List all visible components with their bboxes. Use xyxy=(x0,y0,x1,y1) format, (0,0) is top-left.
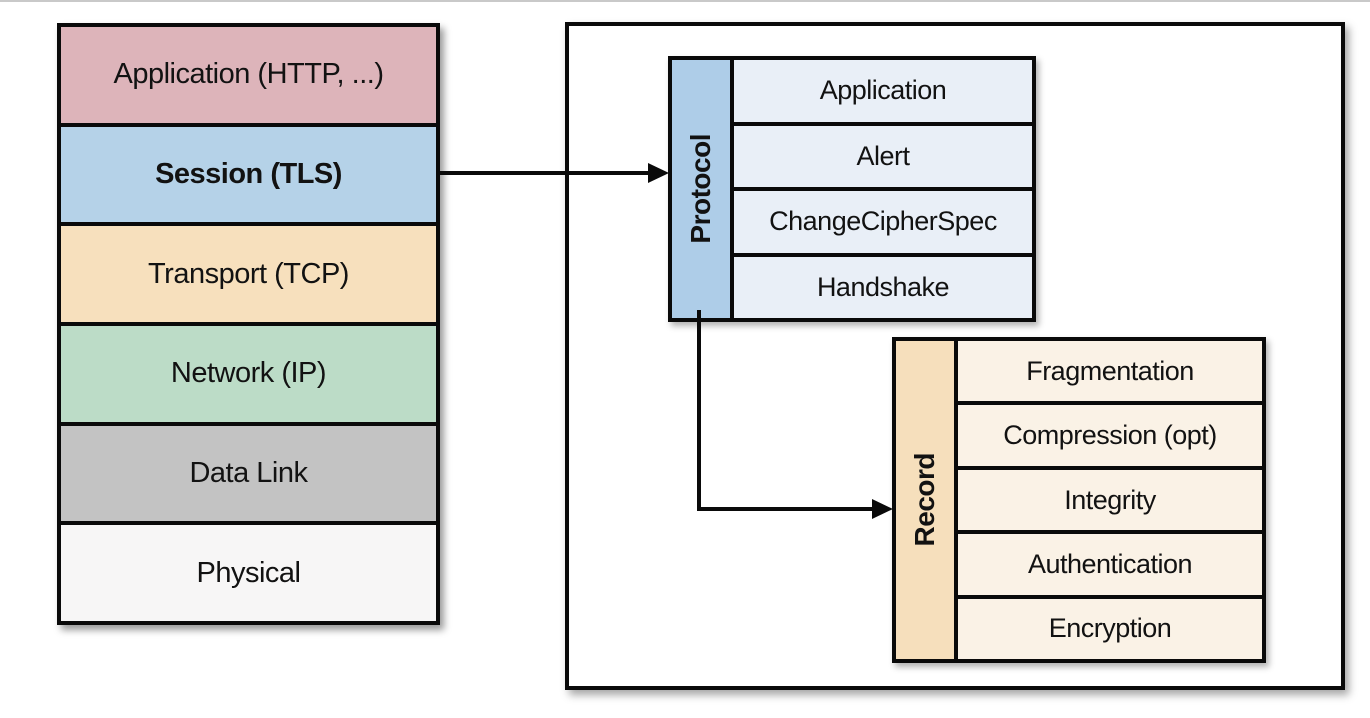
layer-network: Network (IP) xyxy=(61,322,436,422)
layer-physical: Physical xyxy=(61,521,436,622)
layer-session-tls-label: Session (TLS) xyxy=(155,158,342,190)
record-row-encryption-label: Encryption xyxy=(1048,613,1172,644)
record-row-fragmentation: Fragmentation xyxy=(958,341,1262,401)
layer-network-label: Network (IP) xyxy=(170,357,327,390)
session-to-protocol-arrowhead-icon xyxy=(648,163,669,183)
layer-transport: Transport (TCP) xyxy=(61,222,436,323)
protocol-rows: Application Alert ChangeCipherSpec Hands… xyxy=(734,60,1032,318)
record-row-compression-label: Compression (opt) xyxy=(1003,420,1217,451)
record-row-authentication: Authentication xyxy=(958,530,1262,594)
protocol-to-record-arrow-horizontal-line xyxy=(697,507,873,511)
network-layer-stack: Application (HTTP, ...) Session (TLS) Tr… xyxy=(57,23,440,625)
protocol-row-changecipherspec: ChangeCipherSpec xyxy=(734,187,1032,253)
layer-application-label: Application (HTTP, ...) xyxy=(113,58,384,91)
record-row-encryption: Encryption xyxy=(958,594,1262,659)
protocol-row-handshake-label: Handshake xyxy=(816,271,950,302)
layer-session-tls: Session (TLS) xyxy=(61,122,436,223)
protocol-row-alert-label: Alert xyxy=(856,140,910,171)
page-top-rule xyxy=(0,0,1370,2)
protocol-side-label: Protocol xyxy=(685,134,716,244)
protocol-row-changecipherspec-label: ChangeCipherSpec xyxy=(769,206,997,237)
layer-datalink: Data Link xyxy=(61,421,436,522)
record-row-fragmentation-label: Fragmentation xyxy=(1026,355,1194,386)
protocol-row-alert: Alert xyxy=(734,121,1032,188)
layer-application: Application (HTTP, ...) xyxy=(61,27,436,123)
record-box: Record Fragmentation Compression (opt) I… xyxy=(892,337,1266,663)
protocol-box: Protocol Application Alert ChangeCipherS… xyxy=(668,56,1036,322)
layer-datalink-label: Data Link xyxy=(189,457,308,490)
record-row-compression: Compression (opt) xyxy=(958,401,1262,465)
record-row-integrity: Integrity xyxy=(958,465,1262,530)
record-side-strip: Record xyxy=(896,341,958,659)
record-row-authentication-label: Authentication xyxy=(1027,548,1193,579)
session-to-protocol-arrow-line xyxy=(440,171,650,175)
layer-transport-label: Transport (TCP) xyxy=(148,257,349,290)
record-row-integrity-label: Integrity xyxy=(1064,484,1156,515)
protocol-to-record-arrow-vertical-line xyxy=(697,310,701,511)
protocol-side-strip: Protocol xyxy=(672,60,734,318)
protocol-row-application-label: Application xyxy=(819,75,947,106)
record-side-label: Record xyxy=(909,453,940,547)
protocol-row-handshake: Handshake xyxy=(734,252,1032,319)
protocol-row-application: Application xyxy=(734,60,1032,122)
layer-physical-label: Physical xyxy=(196,556,302,589)
protocol-to-record-arrowhead-icon xyxy=(872,499,893,519)
record-rows: Fragmentation Compression (opt) Integrit… xyxy=(958,341,1262,659)
